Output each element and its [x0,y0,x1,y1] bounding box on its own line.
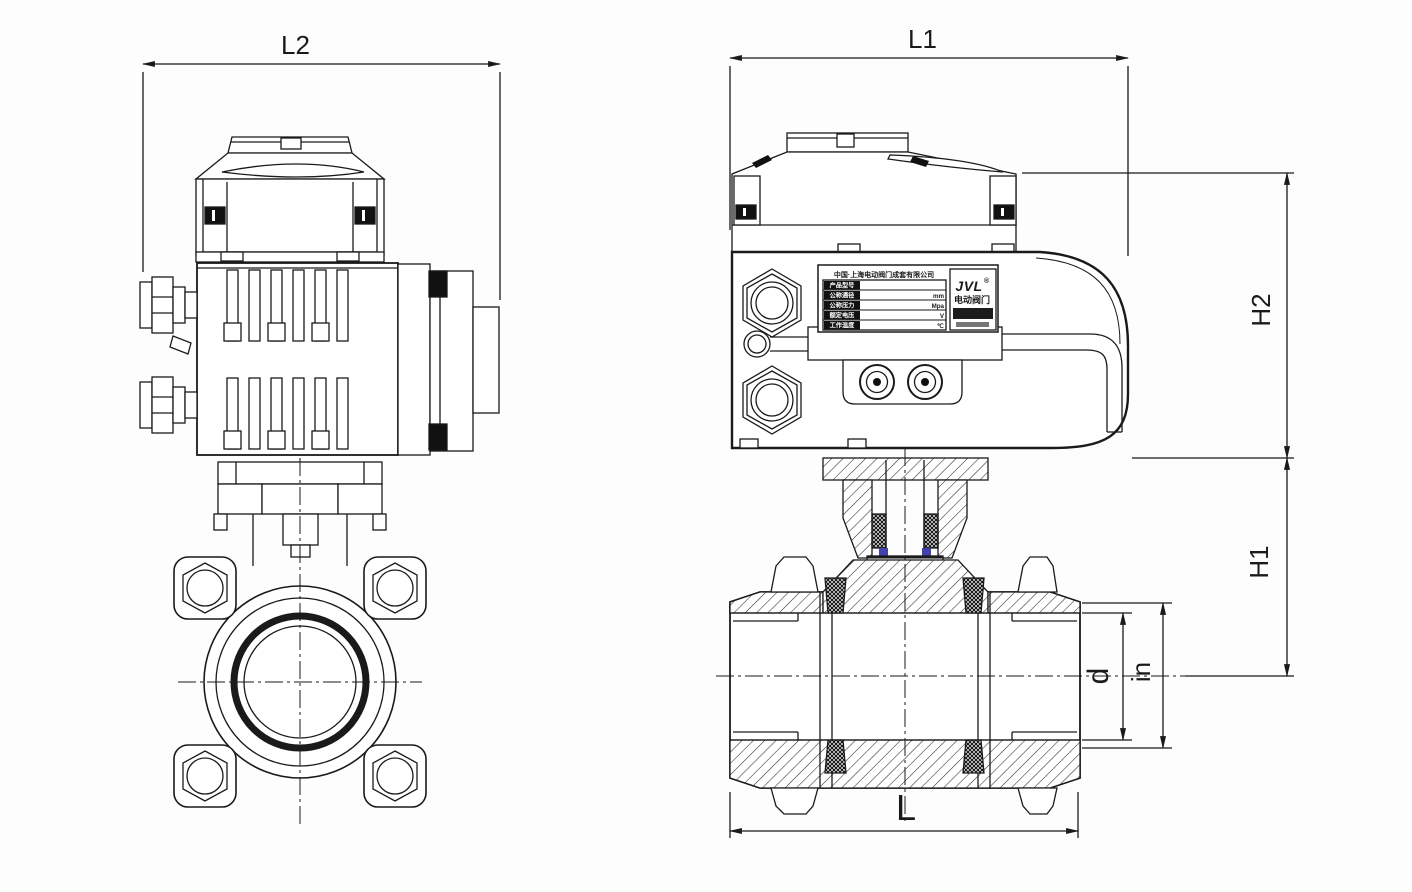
valve-flange-front [173,458,427,828]
plate-row-label: 工作温度 [830,322,856,330]
brand-stamp [953,308,993,319]
plate-row-unit: mm [933,293,945,300]
seat-top-left [824,577,847,614]
stem-seal-left [879,548,888,556]
flange-bolt-1 [182,562,228,614]
motor-housing-side [397,263,500,456]
cable-gland-side-2 [139,376,198,434]
dim-label-l2: L2 [281,30,310,60]
plate-row-unit: Mpa [932,303,945,310]
brand-registered-mark: ® [984,277,990,285]
dimension-h2: H2 [1022,171,1294,460]
nameplate: 中国·上海电动阀门成套有限公司 产品型号 公称通径 公称压力 额定电压 工作温度 [817,264,999,333]
flange-bolt-2 [372,562,418,614]
plate-row-unit: V [940,313,945,320]
roof-bolt-right [910,156,929,167]
brand-logo: JVL ® 电动阀门 [949,268,997,331]
plate-row-label: 额定电压 [830,312,856,320]
roof-bolt-left [752,155,772,168]
indicator-screw-1 [859,364,895,400]
left-view: L2 [139,30,502,828]
body-bolt-bottom-right [1017,787,1058,815]
seat-bottom-left [824,739,847,774]
body-bolt-top-left [770,556,819,593]
cooling-fins-bottom [223,377,349,450]
indicator-screw-2 [907,364,943,400]
brand-subtitle: 电动阀门 [954,294,990,305]
actuator-side-top [194,136,386,263]
nameplate-header: 中国·上海电动阀门成套有限公司 [834,270,934,279]
actuator-front-body: 中国·上海电动阀门成套有限公司 产品型号 公称通径 公称压力 额定电压 工作温度 [730,250,1130,450]
cable-gland-front-1 [742,268,802,338]
actuator-side-body [139,262,500,456]
dim-label-l: L [896,787,916,828]
dimension-l1: L1 [728,24,1130,256]
body-bolt-top-right [1017,556,1058,593]
brand-text: JVL [955,278,982,294]
body-bolt-bottom-left [770,787,819,815]
dimension-h1: H1 [1132,456,1294,678]
cable-gland-front-2 [742,365,802,435]
dimension-d: d [1082,611,1132,742]
plate-row-label: 公称通径 [830,292,856,300]
seat-bottom-right [962,739,985,774]
cooling-fins-top [223,269,349,342]
flange-bolt-4 [372,750,418,802]
dim-label-h1: H1 [1244,545,1274,578]
brand-fineprint [956,322,989,327]
gland-lever [169,335,192,355]
dim-label-in: in [1126,662,1156,682]
actuator-front-top [731,132,1017,253]
stem-seal-right [922,548,931,556]
indicator-panel [842,359,963,405]
cable-gland-side-1 [139,276,198,334]
dim-label-d: d [1082,668,1115,685]
plate-row-label: 公称压力 [830,302,855,310]
dimension-l2: L2 [141,30,502,300]
plate-row-unit: ℃ [937,323,944,330]
plate-row-label: 产品型号 [830,282,855,290]
stem-packing-left [871,513,887,549]
dim-label-h2: H2 [1246,293,1276,326]
seat-top-right [962,577,985,614]
dimension-in: in [1082,601,1172,750]
flange-bolt-3 [182,750,228,802]
stem-packing-right [923,513,939,549]
dimension-l: L [728,787,1080,838]
valve-body-section [716,448,1185,822]
front-view: L1 [716,24,1294,838]
dim-label-l1: L1 [908,24,937,54]
